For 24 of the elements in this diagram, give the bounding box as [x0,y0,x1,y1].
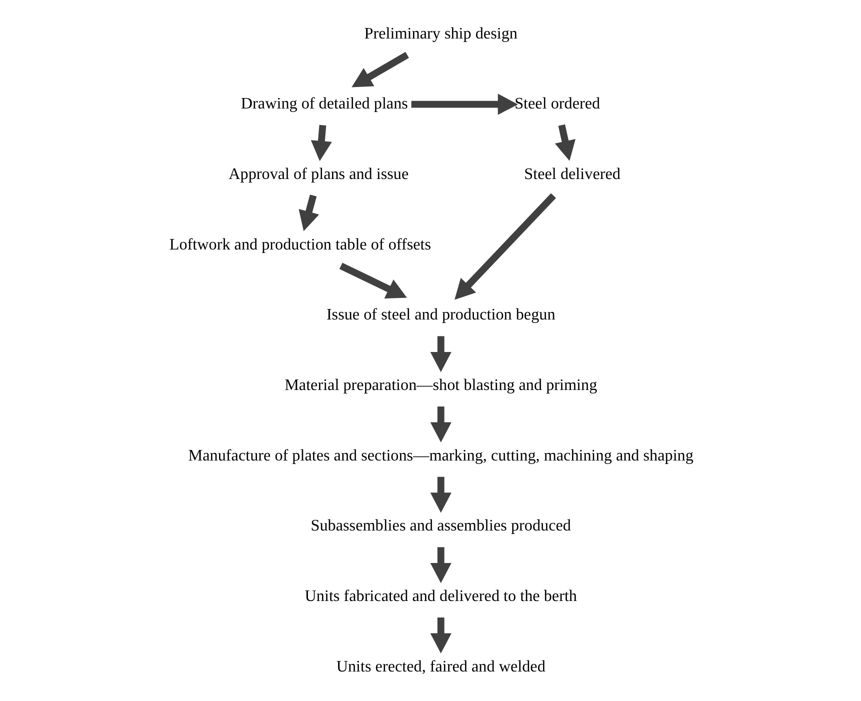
arrow [298,194,320,232]
arrow [554,124,576,161]
arrow [430,618,452,654]
arrow [310,124,332,162]
arrow [411,94,518,115]
node-text: Issue of steel and production begun [326,306,556,324]
node-text: Subassemblies and assemblies produced [310,518,571,535]
node-text: Drawing of detailed plans [240,96,408,113]
arrow [430,476,452,513]
node-text: Units erected, faired and welded [336,658,546,676]
arrow [430,547,452,584]
node-text: Steel ordered [514,96,600,113]
arrow [352,52,409,88]
node-text: Steel delivered [524,166,620,183]
node-text: Approval of plans and issue [228,166,409,183]
arrow [339,262,407,299]
arrow [430,406,452,442]
arrow [454,193,556,300]
node-text: Loftwork and production table of offsets [169,236,432,254]
node-text: Material preparation—shot blasting and priming [284,376,598,394]
arrow [430,336,452,372]
node-text: Preliminary ship design [364,25,518,42]
node-text: Manufacture of plates and sections—marking, cutting, machining and shaping [188,447,694,464]
node-text: Units fabricated and delivered to the berth [304,588,577,605]
